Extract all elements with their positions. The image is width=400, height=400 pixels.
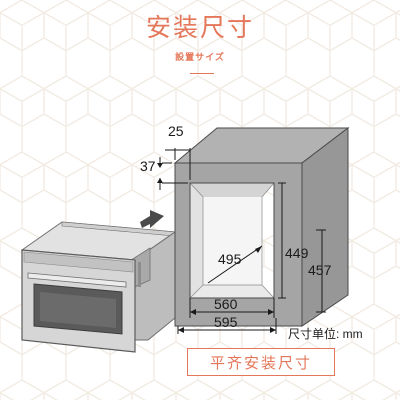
dim-outer-width: 595	[214, 314, 238, 330]
dimension-lines	[157, 148, 326, 334]
dim-top-gap: 25	[168, 123, 184, 139]
dim-outer-height: 457	[308, 262, 332, 278]
oven-illustration	[20, 221, 177, 353]
flush-install-button[interactable]: 平齐安装尺寸	[187, 348, 335, 376]
title-divider	[190, 73, 214, 74]
dim-side-gap: 37	[140, 158, 156, 174]
dim-inner-depth: 495	[218, 251, 242, 267]
page-title: 安装尺寸	[145, 14, 254, 42]
page-subtitle: 設置サイズ	[175, 52, 225, 62]
unit-note: 尺寸单位: mm	[288, 327, 363, 341]
cabinet-illustration	[173, 126, 350, 327]
dim-inner-height: 449	[285, 245, 309, 261]
insert-arrow-icon	[140, 210, 164, 228]
dim-inner-width: 560	[214, 296, 238, 312]
